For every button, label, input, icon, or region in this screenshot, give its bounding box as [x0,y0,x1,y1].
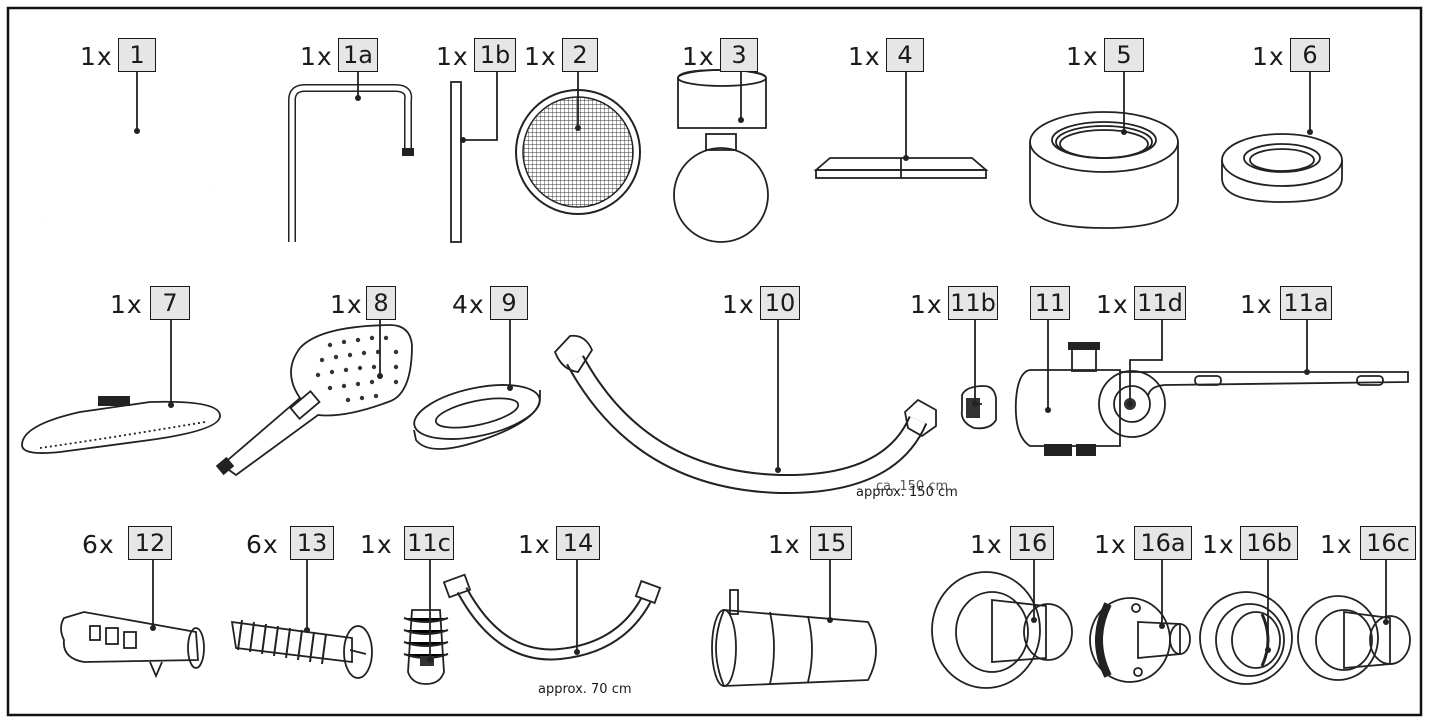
part-12-wall-plug-drawing [60,558,205,679]
qty-part-16: 1x [970,530,1003,559]
part-1-shower-arm-drawing [43,60,241,224]
label-part-8: 8 [366,286,396,320]
qty-part-1: 1x [80,42,113,71]
qty-part-16c: 1x [1320,530,1353,559]
qty-part-5: 1x [1066,42,1099,71]
label-part-16c: 16c [1360,526,1416,560]
part-6-washer-drawing [1221,60,1343,203]
label-part-12: 12 [128,526,172,560]
label-part-11a: 11a [1280,286,1332,320]
part-4-flat-seal-drawing [813,60,989,179]
part-16a-holder-base-drawing [1089,558,1191,683]
label-part-16b: 16b [1240,526,1298,560]
label-part-1: 1 [118,38,156,72]
qty-part-16a: 1x [1094,530,1127,559]
part-10-shower-hose-drawing [553,318,937,495]
qty-part-8: 1x [330,290,363,319]
part-16-wall-holder-drawing [931,558,1073,689]
qty-part-2: 1x [524,42,557,71]
label-part-2: 2 [562,38,598,72]
part-11b-cap-drawing [960,318,997,430]
hose-10-length-note-alt: ca. 150 cm [876,479,949,494]
qty-part-15: 1x [768,530,801,559]
label-part-11d: 11d [1134,286,1186,320]
label-part-11c: 11c [404,526,454,560]
label-part-4: 4 [886,38,924,72]
qty-part-6: 1x [1252,42,1285,71]
part-9-ring-seal-drawing [413,318,541,450]
label-part-1b: 1b [474,38,516,72]
label-part-16a: 16a [1134,526,1192,560]
qty-part-16b: 1x [1202,530,1235,559]
label-part-9: 9 [490,286,528,320]
part-8-hand-shower-drawing [215,318,413,477]
qty-part-9: 4x [452,290,485,319]
qty-part-11a: 1x [1240,290,1273,319]
label-part-5: 5 [1104,38,1144,72]
label-part-15: 15 [810,526,852,560]
qty-part-3: 1x [682,42,715,71]
label-part-6: 6 [1290,38,1330,72]
part-1a-riser-pipe-drawing [288,60,414,242]
qty-part-11c: 1x [360,530,393,559]
part-16b-cover-ring-drawing [1199,558,1293,685]
part-11c-threaded-insert-drawing [403,558,449,685]
hose-10-length-note: approx. 150 cm [856,485,958,500]
qty-part-12: 6x [82,530,115,559]
qty-part-11b: 1x [910,290,943,319]
qty-part-10: 1x [722,290,755,319]
label-part-14: 14 [556,526,600,560]
qty-part-14: 1x [518,530,551,559]
part-2-filter-screen-drawing [515,60,641,215]
qty-part-7: 1x [110,290,143,319]
label-part-10: 10 [760,286,800,320]
qty-part-4: 1x [848,42,881,71]
part-11-mixer-drawing [1014,318,1409,456]
qty-part-11d: 1x [1096,290,1129,319]
hose-14-length-note: approx. 70 cm [538,682,632,697]
part-3-ball-joint-drawing [673,60,769,243]
diagram-border [6,6,1423,717]
label-part-11b: 11b [948,286,998,320]
qty-part-1a: 1x [300,42,333,71]
part-16c-holder-cap-drawing [1297,558,1411,681]
label-part-11: 11 [1030,286,1070,320]
part-15-slider-drawing [711,558,877,687]
part-1b-straight-pipe-drawing [450,60,498,243]
label-part-1a: 1a [338,38,378,72]
qty-part-1b: 1x [436,42,469,71]
qty-part-13: 6x [246,530,279,559]
label-part-16: 16 [1010,526,1054,560]
label-part-3: 3 [720,38,758,72]
part-13-screw-drawing [230,558,373,679]
part-5-threaded-ring-drawing [1029,60,1179,229]
label-part-13: 13 [290,526,334,560]
label-part-7: 7 [150,286,190,320]
part-7-overhead-shower-drawing [21,318,221,454]
part-14-connection-hose-drawing [442,558,662,661]
